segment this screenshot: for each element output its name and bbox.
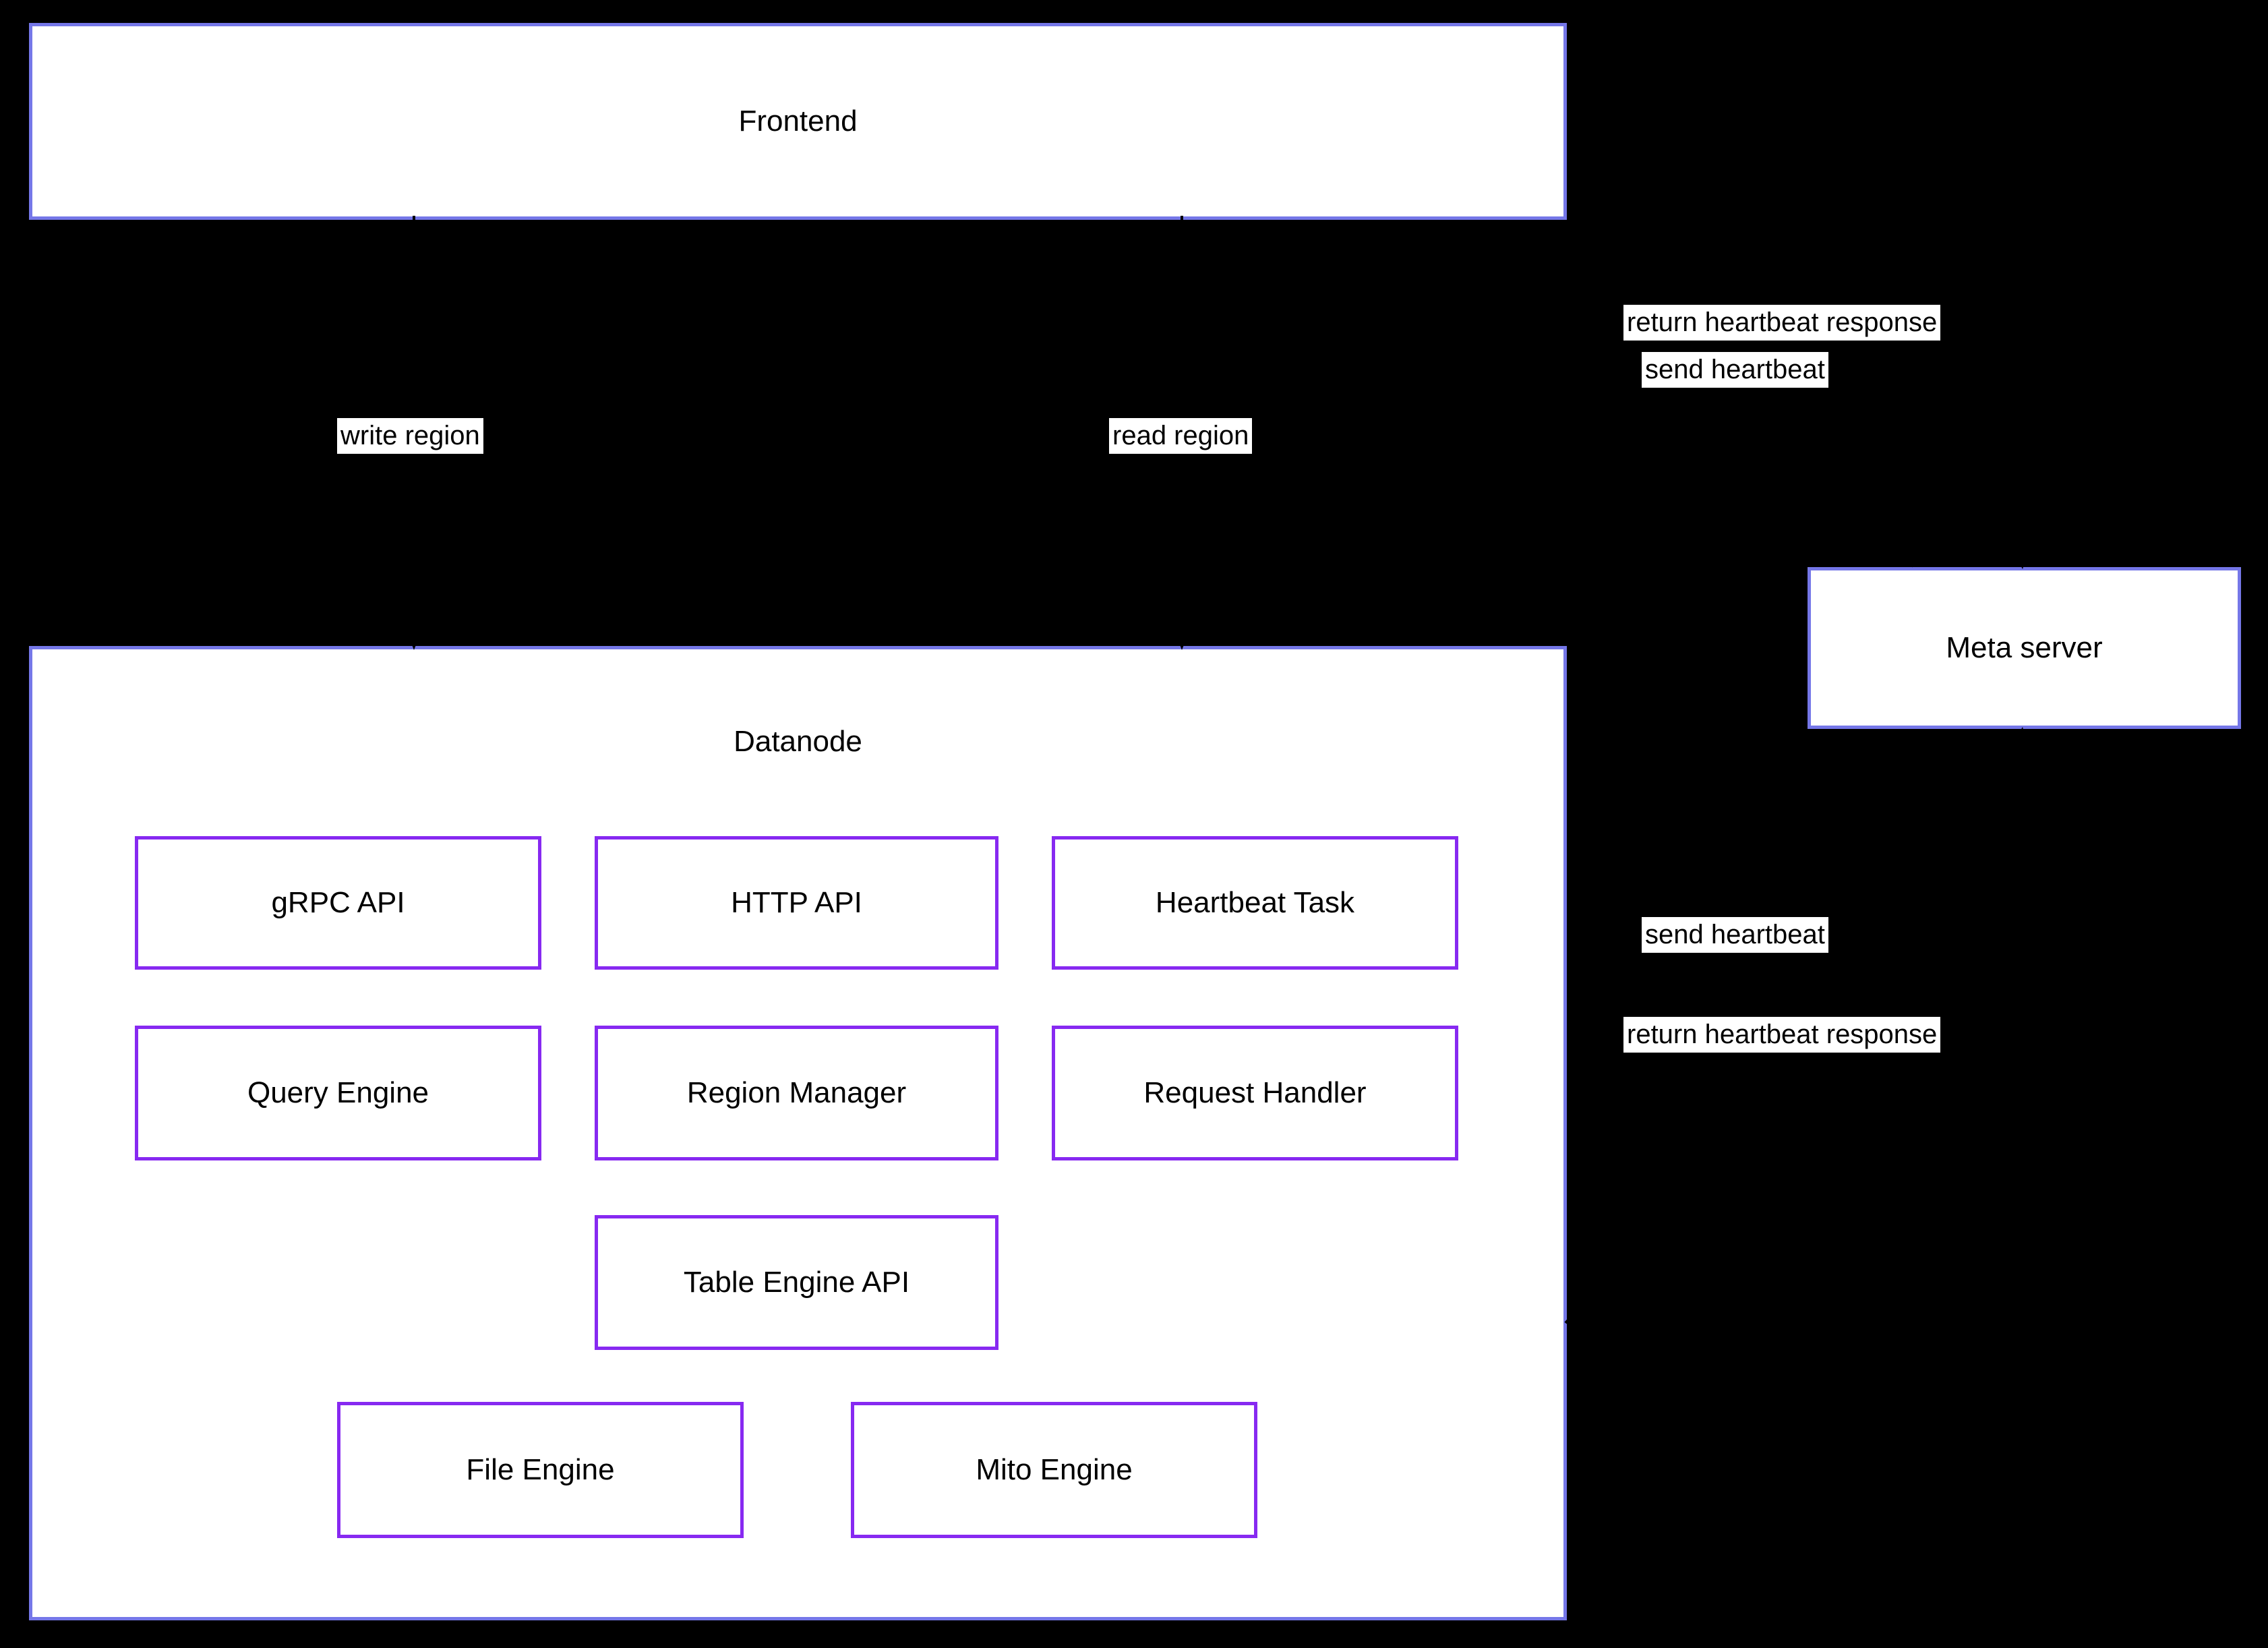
- grpc-api-label: gRPC API: [271, 886, 405, 919]
- edge-label-return-heartbeat-frontend: return heartbeat response: [1623, 305, 1941, 341]
- edge-label-read-region: read region: [1109, 418, 1253, 454]
- component-mito-engine: Mito Engine: [851, 1402, 1257, 1538]
- component-grpc-api: gRPC API: [135, 836, 541, 970]
- meta-server-node: Meta server: [1808, 567, 2241, 729]
- heartbeat-task-label: Heartbeat Task: [1155, 886, 1355, 919]
- edge-label-return-heartbeat-datanode: return heartbeat response: [1623, 1017, 1941, 1053]
- component-query-engine: Query Engine: [135, 1026, 541, 1160]
- region-manager-label: Region Manager: [686, 1076, 907, 1109]
- request-handler-label: Request Handler: [1143, 1076, 1367, 1109]
- edge-label-send-heartbeat-frontend: send heartbeat: [1642, 352, 1828, 388]
- edge-label-send-heartbeat-datanode: send heartbeat: [1642, 917, 1828, 953]
- frontend-node: Frontend: [29, 23, 1567, 220]
- table-engine-api-label: Table Engine API: [683, 1266, 910, 1299]
- query-engine-label: Query Engine: [247, 1076, 429, 1109]
- frontend-label: Frontend: [738, 105, 858, 138]
- component-region-manager: Region Manager: [595, 1026, 998, 1160]
- component-request-handler: Request Handler: [1052, 1026, 1458, 1160]
- meta-server-label: Meta server: [1946, 631, 2103, 664]
- component-heartbeat-task: Heartbeat Task: [1052, 836, 1458, 970]
- component-http-api: HTTP API: [595, 836, 998, 970]
- edge-label-write-region: write region: [337, 418, 483, 454]
- file-engine-label: File Engine: [466, 1453, 615, 1486]
- http-api-label: HTTP API: [731, 886, 862, 919]
- datanode-label: Datanode: [734, 725, 862, 758]
- component-file-engine: File Engine: [337, 1402, 744, 1538]
- component-table-engine-api: Table Engine API: [595, 1215, 998, 1350]
- mito-engine-label: Mito Engine: [976, 1453, 1133, 1486]
